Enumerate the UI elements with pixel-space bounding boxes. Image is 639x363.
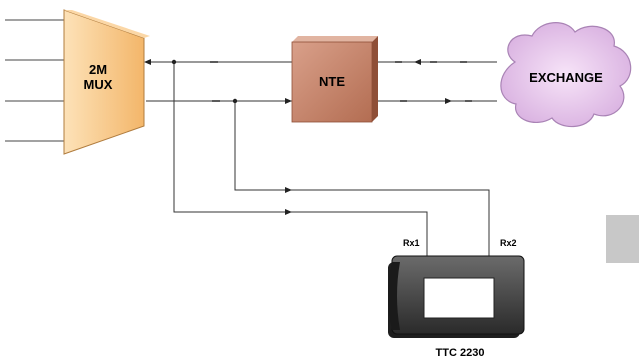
arrow-into-nte-icon (285, 98, 292, 104)
arrow-rx1-path-icon (285, 209, 292, 215)
arrow-to-exchange-icon (445, 98, 452, 104)
exchange-cloud: EXCHANGE (500, 22, 632, 128)
ttc-2230-device: Rx1 Rx2 TTC 2230 (388, 238, 525, 359)
direction-arrows (144, 59, 452, 215)
device-screen (423, 277, 495, 319)
mux-label-line2: MUX (84, 77, 113, 92)
dash-marks (210, 61, 472, 102)
tap-point-rx1 (171, 59, 177, 65)
arrow-from-exchange-icon (414, 59, 421, 65)
arrow-rx2-path-icon (285, 187, 292, 193)
rx1-label: Rx1 (403, 238, 420, 248)
nte-label: NTE (319, 74, 345, 89)
arrow-into-mux-icon (144, 59, 151, 65)
nte-block: NTE (291, 36, 378, 123)
mux-label-line1: 2M (89, 62, 107, 77)
device-label: TTC 2230 (436, 347, 485, 359)
mux-input-lines (5, 19, 64, 142)
gray-side-box (606, 215, 639, 263)
rx2-label: Rx2 (500, 238, 517, 248)
tap-point-rx2 (232, 98, 238, 104)
mux-block: 2M MUX (63, 9, 150, 155)
exchange-label: EXCHANGE (529, 70, 603, 85)
